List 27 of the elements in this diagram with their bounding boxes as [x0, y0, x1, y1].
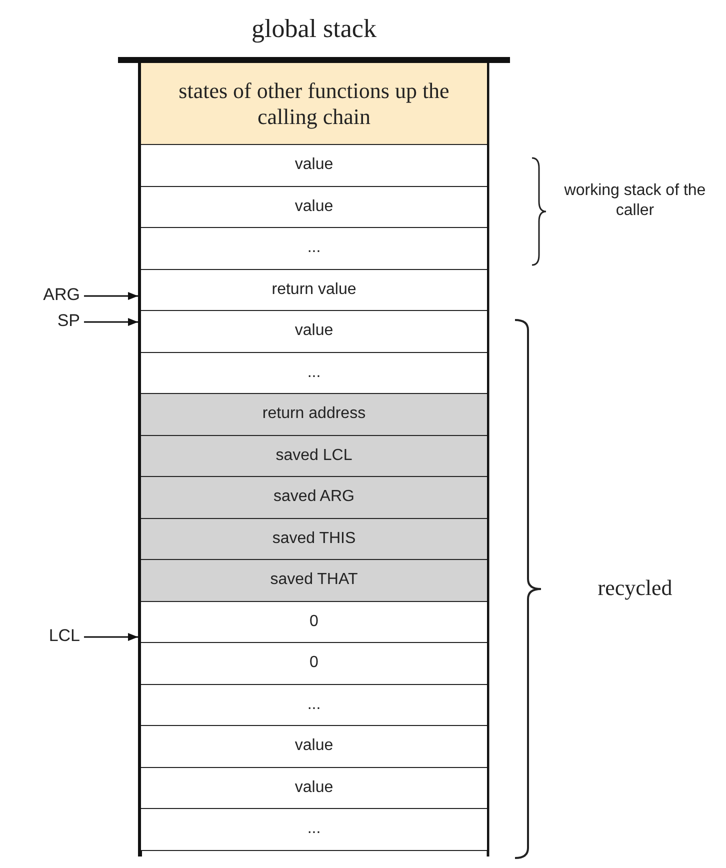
stack-cell: ...	[141, 809, 487, 850]
saved-frame-cell: saved THIS	[141, 518, 487, 560]
pointer-label: LCL	[30, 626, 80, 646]
saved-frame-cell: saved THAT	[141, 560, 487, 602]
pointer-label: SP	[30, 311, 80, 331]
stack-cell: value	[141, 726, 487, 768]
diagram-title: global stack	[250, 14, 378, 44]
pointer-arrow	[84, 292, 138, 300]
stack-cell: ...	[141, 352, 487, 394]
stack-cell: ...	[141, 228, 487, 270]
caller-states-cell: states of other functions up the calling chain	[141, 63, 487, 145]
stack-cell: ...	[141, 684, 487, 726]
pointer-label: ARG	[30, 285, 80, 305]
pointer-arrow	[84, 318, 138, 326]
stack-cell: value	[141, 768, 487, 809]
saved-frame-cell: return address	[141, 394, 487, 436]
stack-cell: return value	[141, 270, 487, 311]
brace-label: recycled	[596, 574, 674, 602]
brace-label: working stack of the caller	[563, 181, 707, 221]
stack-cell: 0	[141, 602, 487, 643]
stack-cell: 0	[141, 643, 487, 684]
stack-cell: value	[141, 186, 487, 228]
saved-frame-cell: saved LCL	[141, 436, 487, 477]
stack-cell: value	[141, 145, 487, 186]
pointer-arrow	[84, 633, 138, 641]
stack-cell: value	[141, 311, 487, 352]
saved-frame-cell: saved ARG	[141, 477, 487, 518]
